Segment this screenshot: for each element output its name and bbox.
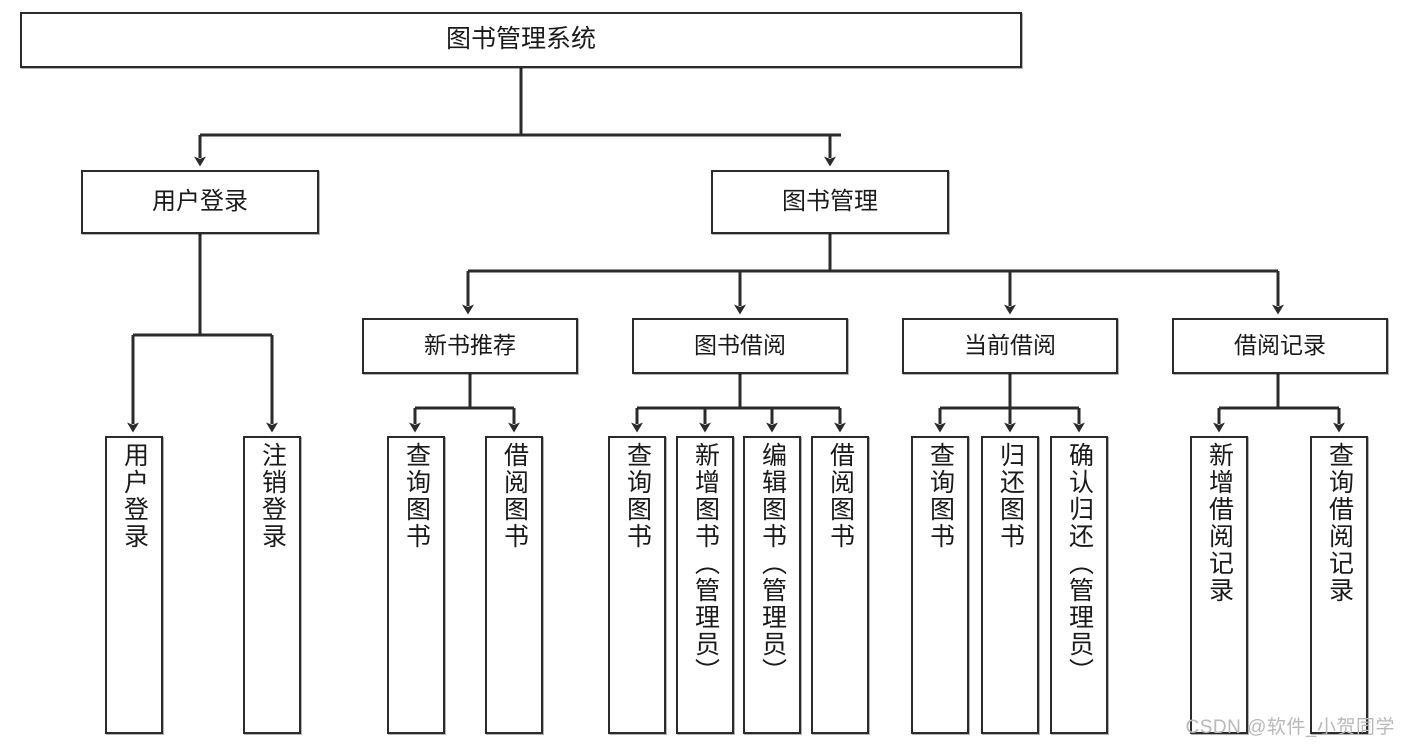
leaf-user-login[interactable]: 用户登录 (105, 436, 163, 734)
leaf-query-book-borrow[interactable]: 查询图书 (608, 436, 666, 734)
node-user-login[interactable]: 用户登录 (81, 170, 319, 234)
leaf-borrow-book-recommend[interactable]: 借阅图书 (485, 436, 543, 734)
node-new-book-recommend[interactable]: 新书推荐 (362, 318, 578, 374)
leaf-confirm-return-admin-label: 确认归还（管理员） (1065, 442, 1094, 685)
leaf-query-book-borrow-label: 查询图书 (623, 442, 652, 550)
leaf-return-book[interactable]: 归还图书 (981, 436, 1039, 734)
leaf-query-book-recommend[interactable]: 查询图书 (387, 436, 445, 734)
leaf-query-borrow-record-label: 查询借阅记录 (1325, 442, 1354, 604)
leaf-add-book-admin[interactable]: 新增图书（管理员） (676, 436, 734, 734)
node-book-borrow-label: 图书借阅 (694, 332, 786, 359)
leaf-user-login-label: 用户登录 (120, 442, 149, 550)
node-user-login-label: 用户登录 (152, 187, 248, 215)
node-current-borrow[interactable]: 当前借阅 (902, 318, 1118, 374)
leaf-add-book-admin-label: 新增图书（管理员） (691, 442, 720, 685)
leaf-edit-book-admin-label: 编辑图书（管理员） (758, 442, 787, 685)
csdn-watermark: CSDN @软件_小贺同学 (1185, 717, 1395, 738)
leaf-logout[interactable]: 注销登录 (243, 436, 301, 734)
node-borrow-record-label: 借阅记录 (1234, 332, 1326, 359)
node-root-system-label: 图书管理系统 (445, 25, 596, 54)
leaf-add-borrow-record-label: 新增借阅记录 (1205, 442, 1234, 604)
leaf-query-book-current-label: 查询图书 (926, 442, 955, 550)
leaf-logout-label: 注销登录 (258, 442, 287, 550)
leaf-add-borrow-record[interactable]: 新增借阅记录 (1190, 436, 1248, 734)
leaf-query-book-recommend-label: 查询图书 (402, 442, 431, 550)
leaf-confirm-return-admin[interactable]: 确认归还（管理员） (1050, 436, 1108, 734)
node-root-system[interactable]: 图书管理系统 (20, 12, 1022, 68)
leaf-borrow-book-label: 借阅图书 (826, 442, 855, 550)
leaf-edit-book-admin[interactable]: 编辑图书（管理员） (743, 436, 801, 734)
leaf-borrow-book-recommend-label: 借阅图书 (500, 442, 529, 550)
node-book-borrow[interactable]: 图书借阅 (632, 318, 848, 374)
node-borrow-record[interactable]: 借阅记录 (1172, 318, 1388, 374)
leaf-query-borrow-record[interactable]: 查询借阅记录 (1310, 436, 1368, 734)
leaf-borrow-book[interactable]: 借阅图书 (811, 436, 869, 734)
node-current-borrow-label: 当前借阅 (964, 332, 1056, 359)
node-new-book-recommend-label: 新书推荐 (424, 332, 516, 359)
leaf-return-book-label: 归还图书 (996, 442, 1025, 550)
node-book-management-label: 图书管理 (782, 187, 878, 215)
leaf-query-book-current[interactable]: 查询图书 (911, 436, 969, 734)
node-book-management[interactable]: 图书管理 (711, 170, 949, 234)
